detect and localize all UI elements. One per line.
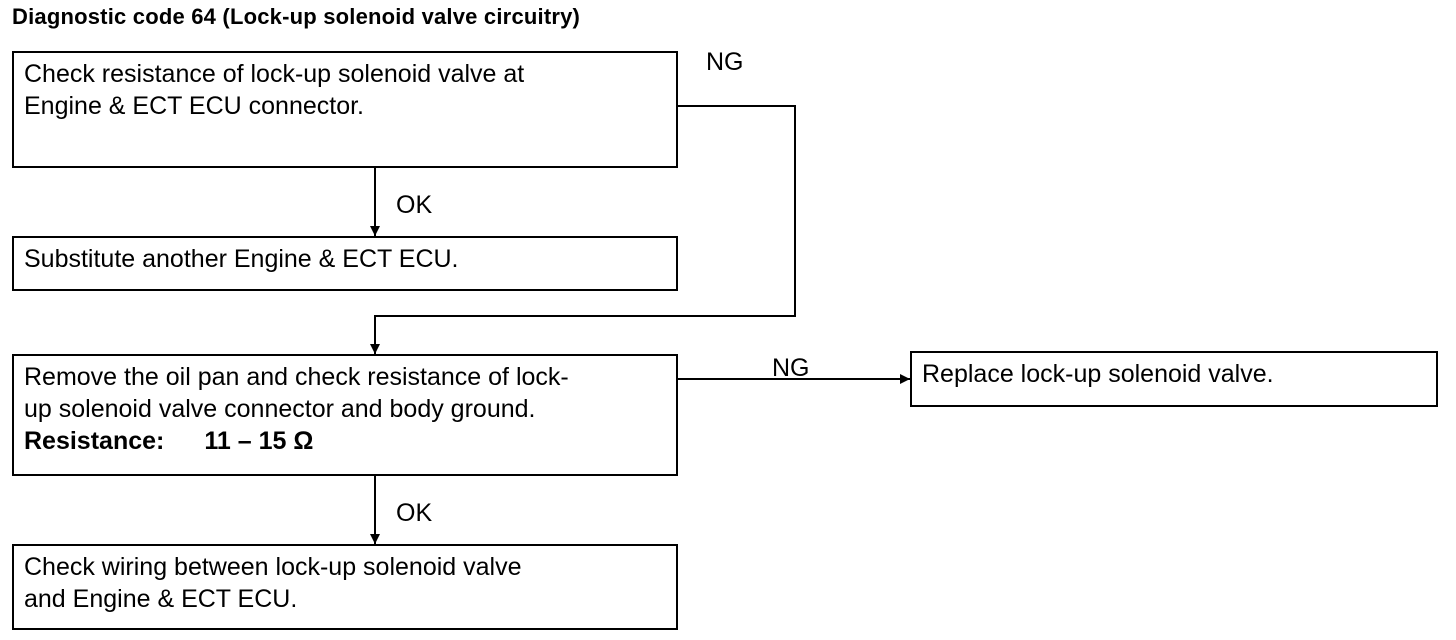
step-text: Remove the oil pan and check resistance …	[24, 363, 569, 391]
arrowhead-ok-1	[370, 226, 380, 236]
arrowhead-ng-1	[370, 344, 380, 354]
resistance-spec-label: Resistance:	[24, 427, 165, 455]
edge-label-ok-1: OK	[396, 191, 433, 219]
arrowhead-ng-2	[900, 374, 910, 384]
step-check-ecu-resistance: Check resistance of lock-up solenoid val…	[12, 51, 678, 168]
step-text: Substitute another Engine & ECT ECU.	[24, 245, 459, 273]
step-text: Check resistance of lock-up solenoid val…	[24, 60, 525, 88]
edge-label-ng-1: NG	[706, 48, 744, 76]
step-remove-oil-pan: Remove the oil pan and check resistance …	[12, 354, 678, 476]
step-substitute-ecu: Substitute another Engine & ECT ECU.	[12, 236, 678, 291]
step-text: up solenoid valve connector and body gro…	[24, 395, 536, 423]
connector-ng-1	[374, 105, 796, 354]
arrowhead-ok-2	[370, 534, 380, 544]
edge-label-ok-2: OK	[396, 499, 433, 527]
step-text: Engine & ECT ECU connector.	[24, 92, 364, 120]
page-title: Diagnostic code 64 (Lock-up solenoid val…	[12, 4, 581, 29]
step-text: and Engine & ECT ECU.	[24, 585, 298, 613]
step-text: Check wiring between lock-up solenoid va…	[24, 553, 522, 581]
step-replace-valve: Replace lock-up solenoid valve.	[910, 351, 1438, 407]
step-text: Replace lock-up solenoid valve.	[922, 360, 1274, 388]
resistance-spec: Resistance: 11 – 15 Ω	[24, 425, 666, 457]
step-check-wiring: Check wiring between lock-up solenoid va…	[12, 544, 678, 630]
resistance-spec-value: 11 – 15 Ω	[204, 427, 314, 455]
edge-label-ng-2: NG	[772, 354, 810, 382]
